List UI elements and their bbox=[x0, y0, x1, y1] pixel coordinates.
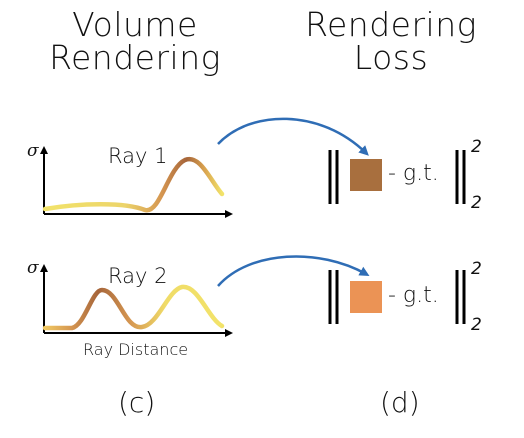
ray2-rendered-color-swatch bbox=[350, 281, 382, 313]
ray1-norm-subscript: 2 bbox=[471, 193, 482, 213]
title-volume-rendering-line1: Volume bbox=[72, 5, 198, 44]
panel-label-c: (c) bbox=[118, 386, 156, 419]
ray1-arrow bbox=[217, 117, 369, 156]
ray2-arrow bbox=[217, 255, 370, 287]
title-rendering-loss-line1: Rendering bbox=[305, 5, 477, 44]
title-rendering-loss: Rendering Loss bbox=[303, 8, 479, 74]
ray1-y-axis-label: σ bbox=[27, 141, 39, 161]
ray1-density-curve bbox=[42, 156, 225, 213]
ray2-norm-left-bars bbox=[328, 270, 339, 324]
ray1-label: Ray 1 bbox=[108, 144, 168, 168]
ray2-norm-superscript: 2 bbox=[471, 259, 482, 279]
ray1-norm-left-bars bbox=[328, 150, 339, 204]
ray1-rendered-color-swatch bbox=[350, 159, 382, 191]
ray1-norm-right-bars bbox=[455, 150, 466, 204]
title-rendering-loss-line2: Loss bbox=[353, 38, 429, 77]
ray2-y-axis-label: σ bbox=[27, 258, 39, 278]
ray1-norm-superscript: 2 bbox=[471, 137, 482, 157]
x-axis-caption: Ray Distance bbox=[83, 340, 189, 359]
ray2-ground-truth-term: - g.t. bbox=[388, 283, 439, 308]
ray2-norm-right-bars bbox=[455, 270, 466, 324]
ray2-label: Ray 2 bbox=[108, 264, 168, 288]
panel-label-d: (d) bbox=[380, 386, 420, 419]
ray2-density-curve bbox=[42, 284, 225, 331]
title-volume-rendering: Volume Rendering bbox=[47, 8, 223, 74]
ray2-norm-subscript: 2 bbox=[471, 315, 482, 335]
ray1-ground-truth-term: - g.t. bbox=[388, 161, 439, 186]
title-volume-rendering-line2: Rendering bbox=[49, 38, 221, 77]
